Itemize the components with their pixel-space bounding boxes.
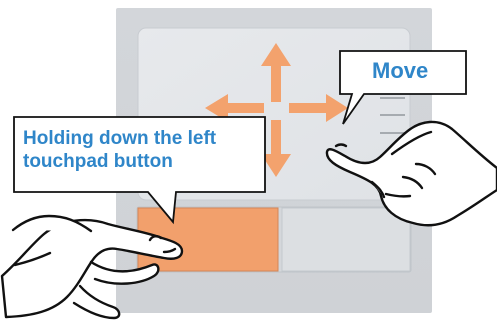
hold-callout-label: Holding down the left touchpad button [23, 127, 216, 173]
right-touchpad-button[interactable] [282, 208, 410, 271]
hold-callout-line-1: Holding down the left [23, 127, 216, 150]
hold-callout-line-2: touchpad button [23, 150, 216, 173]
move-callout-label: Move [372, 58, 428, 85]
